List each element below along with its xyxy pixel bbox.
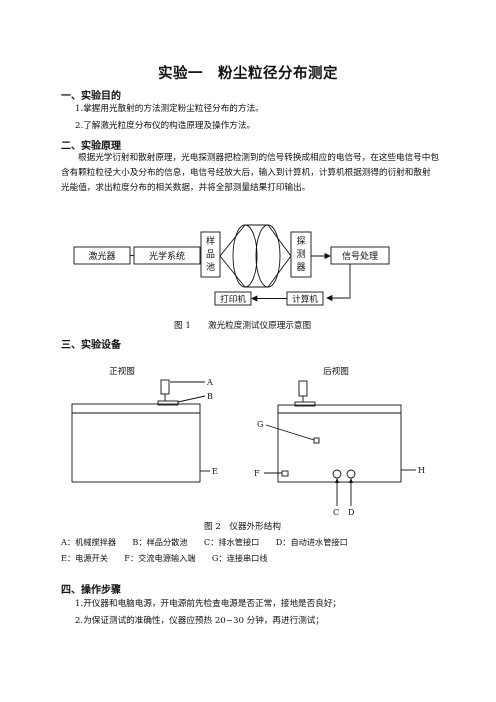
sample-cell-label-2: 品 xyxy=(206,249,215,260)
label-D: D xyxy=(348,508,354,517)
drain-port xyxy=(332,469,342,479)
label-A: A xyxy=(206,378,213,387)
label-H: H xyxy=(418,466,425,475)
back-view-drawing xyxy=(264,380,416,506)
page-title: 实验一 粉尘粒径分布测定 xyxy=(158,66,338,82)
front-view-label: 正视图 xyxy=(109,365,135,377)
front-view-drawing xyxy=(71,379,210,483)
label-B: B xyxy=(207,392,213,401)
printer-label: 打印机 xyxy=(220,293,246,305)
lens-1 xyxy=(232,224,258,288)
section-heading-procedure: 四、操作步骤 xyxy=(61,585,121,596)
back-stirrer-motor xyxy=(298,380,308,397)
label-F: F xyxy=(254,469,260,478)
optics-label: 光学系统 xyxy=(149,250,185,262)
figure-2-caption: 图 2 仪器外形结构 xyxy=(204,522,281,532)
purpose-item-1: 1.掌握用光散射的方法测定粉尘粒径分布的方法。 xyxy=(75,104,264,114)
serial-port xyxy=(313,437,320,444)
detector-box xyxy=(290,231,312,278)
label-E: E xyxy=(212,467,218,476)
sample-cell-label-3: 池 xyxy=(206,261,215,273)
optics-box xyxy=(133,246,201,265)
procedure-step-1: 1.开仪器和电脑电源，开电源前先检查电源是否正常，接地是否良好； xyxy=(75,599,342,609)
label-G: G xyxy=(257,420,263,429)
detector-label-2: 测 xyxy=(296,249,305,260)
section-heading-purpose: 一、实验目的 xyxy=(61,91,121,102)
laser-label: 激光器 xyxy=(88,250,115,262)
stirrer-motor xyxy=(160,379,170,395)
detector-label-1: 探 xyxy=(296,235,305,247)
front-body xyxy=(71,403,201,483)
dispersion-cell-lid xyxy=(157,400,179,406)
sample-cell-box xyxy=(200,231,221,278)
lens-2 xyxy=(255,224,281,288)
principle-paragraph: 根据光学衍射和散射原理，光电探测器把检测到的信号转换成相应的电信号，在这些电信号… xyxy=(61,153,439,193)
ac-power-input xyxy=(281,470,289,477)
back-body xyxy=(277,404,402,483)
procedure-step-2: 2.为保证测试的准确性，仪器应预热 20~30 分钟，再进行测试； xyxy=(75,616,324,626)
computer-label: 计算机 xyxy=(292,293,318,305)
sample-cell-label-1: 样 xyxy=(206,235,215,247)
section-heading-principle: 二、实验原理 xyxy=(61,141,121,152)
signal-processing-label: 信号处理 xyxy=(342,250,378,262)
back-view-label: 后视图 xyxy=(323,365,349,377)
section-heading-equipment: 三、实验设备 xyxy=(61,340,121,351)
figure-2-legend-2: E：电源开关 F：交流电源输入端 G：连接串口线 xyxy=(61,553,268,563)
water-inlet-port xyxy=(346,469,356,479)
printer-box xyxy=(214,291,252,306)
detector-label-3: 器 xyxy=(296,262,305,273)
signal-processing-box xyxy=(330,246,390,265)
purpose-item-2: 2.了解激光粒度分布仪的构造原理及操作方法。 xyxy=(75,121,256,131)
figure-1-caption: 图 1 激光粒度测试仪原理示意图 xyxy=(174,321,312,331)
figure-2-legend-1: A：机械搅拌器 B：样品分散池 C：排水管接口 D：自动进水管接口 xyxy=(61,537,348,547)
label-C: C xyxy=(333,508,339,517)
